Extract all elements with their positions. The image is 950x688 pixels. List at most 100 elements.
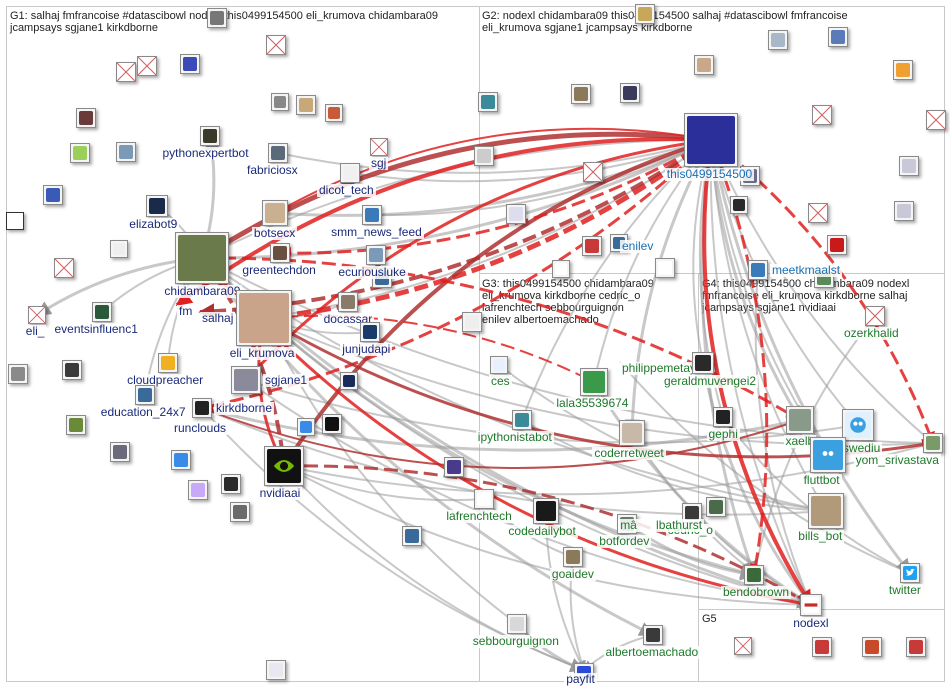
vertex-gephi[interactable] <box>713 407 733 427</box>
vertex-albertoemachado[interactable] <box>643 625 663 645</box>
vertex-unlabeled[interactable] <box>325 104 343 122</box>
vertex-lafrenchtech[interactable] <box>474 489 494 509</box>
vertex-codedailybot[interactable] <box>533 498 559 524</box>
vertex-sebbourguignon[interactable] <box>507 614 527 634</box>
vertex-unlabeled[interactable] <box>297 418 315 436</box>
vertex-unlabeled[interactable] <box>812 105 832 125</box>
vertex-unlabeled[interactable] <box>62 360 82 380</box>
vertex-cloudpreacher[interactable] <box>158 353 178 373</box>
vertex-unlabeled[interactable] <box>655 258 675 278</box>
vertex-unlabeled[interactable] <box>296 95 316 115</box>
vertex-pythonexpertbot[interactable] <box>200 126 220 146</box>
vertex-ecuriousluke[interactable] <box>366 245 386 265</box>
vertex-twitter[interactable] <box>900 563 920 583</box>
vertex-unlabeled[interactable] <box>906 637 926 657</box>
vertex-unlabeled[interactable] <box>734 637 752 655</box>
vertex-unlabeled[interactable] <box>137 56 157 76</box>
vertex-lala35539674[interactable] <box>580 368 608 396</box>
vertex-unlabeled[interactable] <box>926 110 946 130</box>
vertex-ozerkhalid[interactable] <box>865 306 885 326</box>
vertex-kirkdborne[interactable] <box>192 398 212 418</box>
vertex-unlabeled[interactable] <box>894 201 914 221</box>
vertex-unlabeled[interactable] <box>582 236 602 256</box>
vertex-sgjane1[interactable] <box>231 366 261 394</box>
vertex-botsecx[interactable] <box>262 200 288 226</box>
vertex-unlabeled[interactable] <box>506 204 526 224</box>
vertex-bathurst[interactable] <box>706 497 726 517</box>
vertex-docassar[interactable] <box>338 292 358 312</box>
vertex-unlabeled[interactable] <box>171 450 191 470</box>
vertex-xaelbot[interactable] <box>786 406 814 434</box>
vertex-this0499154500[interactable] <box>684 113 738 167</box>
vertex-education_24x7[interactable] <box>135 385 155 405</box>
vertex-chidambara09[interactable] <box>175 232 229 284</box>
vertex-ipythonistabot[interactable] <box>512 410 532 430</box>
vertex-unlabeled[interactable] <box>402 526 422 546</box>
vertex-eli_krumova[interactable] <box>236 290 292 346</box>
vertex-unlabeled[interactable] <box>6 212 24 230</box>
vertex-unlabeled[interactable] <box>862 637 882 657</box>
vertex-unlabeled[interactable] <box>221 474 241 494</box>
vertex-unlabeled[interactable] <box>188 480 208 500</box>
vertex-unlabeled[interactable] <box>694 55 714 75</box>
vertex-unlabeled[interactable] <box>768 30 788 50</box>
vertex-unlabeled[interactable] <box>478 92 498 112</box>
portrait-avatar-icon <box>341 295 355 309</box>
vertex-unlabeled[interactable] <box>552 260 570 278</box>
vertex-unlabeled[interactable] <box>893 60 913 80</box>
vertex-nodexl[interactable] <box>800 594 822 616</box>
vertex-unlabeled[interactable] <box>808 203 828 223</box>
vertex-smm_news_feed[interactable] <box>362 205 382 225</box>
vertex-bendobrown[interactable] <box>744 565 764 585</box>
vertex-unlabeled[interactable] <box>271 93 289 111</box>
vertex-pulswediu[interactable] <box>842 409 874 441</box>
vertex-unlabeled[interactable] <box>730 196 748 214</box>
vertex-meetkmaalst[interactable] <box>748 260 768 280</box>
vertex-elizabot9[interactable] <box>146 195 168 217</box>
vertex-unlabeled[interactable] <box>322 414 342 434</box>
vertex-unlabeled[interactable] <box>70 143 90 163</box>
vertex-bills_bot[interactable] <box>808 493 844 529</box>
vertex-unlabeled[interactable] <box>827 235 847 255</box>
vertex-unlabeled[interactable] <box>474 146 494 166</box>
vertex-unlabeled[interactable] <box>230 502 250 522</box>
vertex-unlabeled[interactable] <box>340 372 358 390</box>
vertex-unlabeled[interactable] <box>110 442 130 462</box>
vertex-coderretweet[interactable] <box>619 420 645 446</box>
vertex-unlabeled[interactable] <box>899 156 919 176</box>
vertex-unlabeled[interactable] <box>66 415 86 435</box>
vertex-unlabeled[interactable] <box>8 364 28 384</box>
vertex-unlabeled[interactable] <box>812 637 832 657</box>
vertex-unlabeled[interactable] <box>583 162 603 182</box>
vertex-sgj[interactable] <box>370 138 388 156</box>
vertex-unlabeled[interactable] <box>266 35 286 55</box>
vertex-nvidiaai[interactable] <box>264 446 304 486</box>
vertex-fluttbot[interactable] <box>810 437 846 473</box>
vertex-unlabeled[interactable] <box>620 83 640 103</box>
vertex-unlabeled[interactable] <box>266 660 286 680</box>
vertex-unlabeled[interactable] <box>462 312 482 332</box>
vertex-unlabeled[interactable] <box>635 4 655 24</box>
avatar-image <box>733 199 745 211</box>
vertex-goaidev[interactable] <box>563 547 583 567</box>
vertex-eli_[interactable] <box>28 306 46 324</box>
vertex-junjudapi[interactable] <box>360 322 380 342</box>
vertex-dicot_tech[interactable] <box>340 163 360 183</box>
vertex-eventsinfluenc1[interactable] <box>92 302 112 322</box>
vertex-unlabeled[interactable] <box>444 457 464 477</box>
vertex-ces[interactable] <box>490 356 508 374</box>
vertex-yom_srivastava[interactable] <box>923 433 943 453</box>
vertex-unlabeled[interactable] <box>116 142 136 162</box>
vertex-unlabeled[interactable] <box>76 108 96 128</box>
vertex-geraldmuvengei2[interactable] <box>692 352 714 374</box>
vertex-unlabeled[interactable] <box>571 84 591 104</box>
vertex-unlabeled[interactable] <box>43 185 63 205</box>
vertex-unlabeled[interactable] <box>110 240 128 258</box>
vertex-unlabeled[interactable] <box>207 8 227 28</box>
vertex-unlabeled[interactable] <box>116 62 136 82</box>
vertex-unlabeled[interactable] <box>180 54 200 74</box>
vertex-fabriciosx[interactable] <box>268 143 288 163</box>
vertex-greentechdon[interactable] <box>270 243 290 263</box>
vertex-unlabeled[interactable] <box>828 27 848 47</box>
vertex-unlabeled[interactable] <box>54 258 74 278</box>
